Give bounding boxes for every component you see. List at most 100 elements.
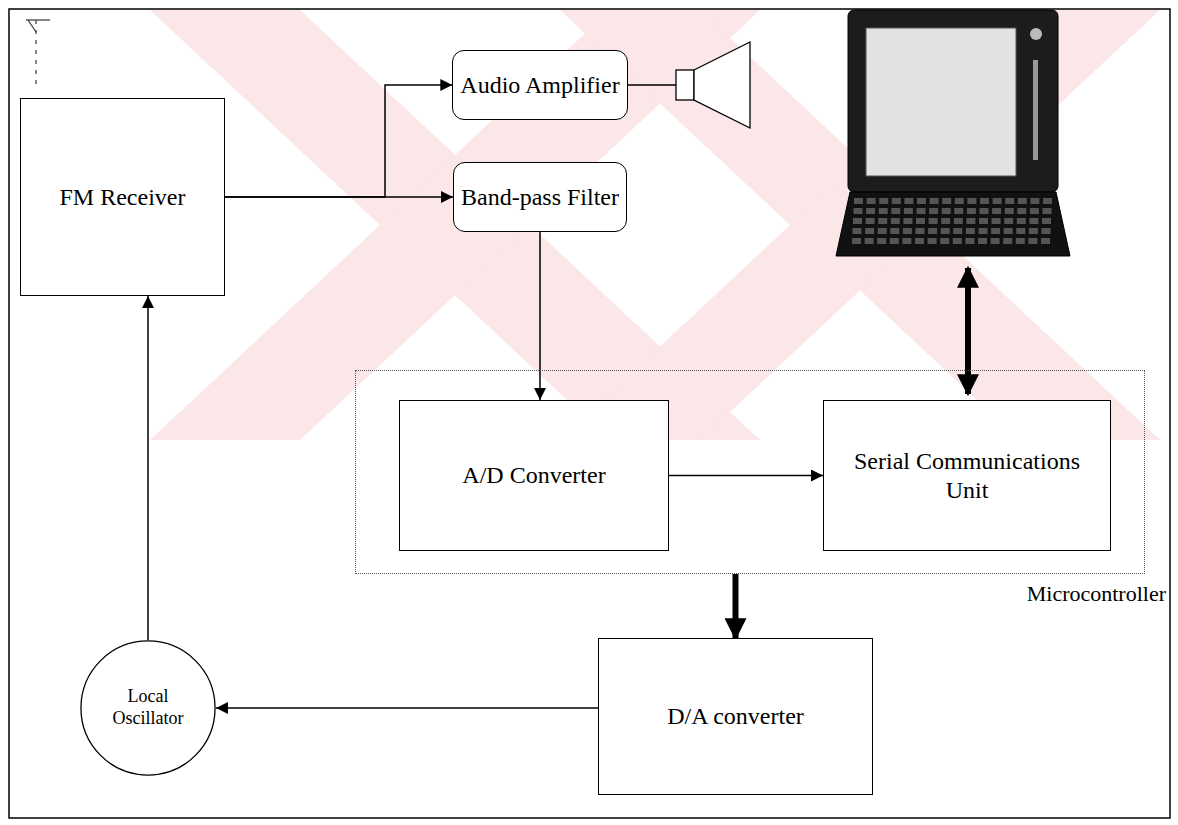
laptop-key [979, 228, 988, 234]
watermark-band [560, 10, 1160, 440]
laptop-key [916, 218, 925, 224]
laptop-key [966, 218, 975, 224]
laptop-key [853, 228, 862, 234]
laptop-key [928, 238, 937, 244]
laptop-key [1005, 198, 1014, 204]
laptop-base [836, 192, 1070, 256]
laptop-key [979, 218, 988, 224]
serial-link-arrow [965, 268, 971, 394]
node-label: Band-pass Filter [461, 183, 619, 212]
laptop-key [877, 238, 886, 244]
laptop-key [890, 228, 899, 234]
laptop-illustration [836, 10, 1070, 256]
laptop-key [954, 218, 963, 224]
antenna-symbol [26, 20, 50, 90]
laptop-key [1030, 198, 1039, 204]
laptop-key [929, 218, 938, 224]
laptop-key [942, 208, 951, 214]
laptop-key [941, 228, 950, 234]
laptop-key [853, 218, 862, 224]
laptop-key [866, 208, 875, 214]
bus-arrow [733, 574, 739, 638]
laptop-key [1005, 208, 1014, 214]
laptop-key [867, 198, 876, 204]
laptop-key [892, 198, 901, 204]
node-label: Serial Communications Unit [851, 447, 1083, 505]
converter-box: A/D Converter [399, 400, 669, 551]
laptop-key [955, 198, 964, 204]
laptop-key [954, 208, 963, 214]
laptop-key [980, 208, 989, 214]
laptop-key [992, 218, 1001, 224]
serial-unit-box: Serial Communications Unit [823, 400, 1111, 551]
laptop-key [1043, 198, 1052, 204]
laptop-key [917, 198, 926, 204]
laptop-lid [848, 10, 1058, 192]
laptop-key [967, 198, 976, 204]
laptop-key [953, 238, 962, 244]
laptop-key [852, 238, 861, 244]
laptop-key [1029, 218, 1038, 224]
laptop-key [965, 238, 974, 244]
node-label: Local Oscillator [98, 686, 198, 729]
laptop-key [980, 198, 989, 204]
laptop-key [917, 208, 926, 214]
laptop-key [978, 238, 987, 244]
laptop-key [1043, 208, 1052, 214]
laptop-key [904, 208, 913, 214]
receiver-box: FM Receiver [20, 98, 225, 296]
laptop-key [890, 238, 899, 244]
speaker-symbol [625, 42, 750, 128]
amplifier-box: Audio Amplifier [452, 50, 627, 120]
laptop-key [1029, 228, 1038, 234]
oscillator-circle: Local Oscillator [80, 640, 216, 776]
laptop-key [1028, 238, 1037, 244]
laptop-key [1016, 238, 1025, 244]
laptop-key [879, 208, 888, 214]
filter-box: Band-pass Filter [453, 162, 627, 232]
laptop-key [878, 228, 887, 234]
laptop-key [865, 238, 874, 244]
laptop-key [865, 228, 874, 234]
laptop-key [1003, 238, 1012, 244]
laptop-key [903, 218, 912, 224]
signal-arrow [669, 475, 823, 477]
group-label: Microcontroller [1027, 581, 1166, 607]
converter-box: D/A converter [598, 638, 873, 795]
node-label: A/D Converter [462, 461, 605, 490]
microcontroller-group: MicrocontrollerA/D ConverterSerial Commu… [355, 370, 1145, 574]
signal-arrow [216, 707, 598, 709]
laptop-slot [1033, 60, 1038, 160]
laptop-key [879, 198, 888, 204]
antenna-top [26, 19, 50, 20]
laptop-key [953, 228, 962, 234]
laptop-key [1017, 218, 1026, 224]
laptop-key [854, 198, 863, 204]
outer-frame [9, 9, 1170, 818]
laptop-key [904, 198, 913, 204]
laptop-key [915, 238, 924, 244]
node-label: FM Receiver [60, 183, 186, 212]
laptop-key [991, 238, 1000, 244]
laptop-key [866, 218, 875, 224]
laptop-key [967, 208, 976, 214]
laptop-key [966, 228, 975, 234]
laptop-key [891, 208, 900, 214]
signal-arrow [225, 196, 453, 198]
laptop-key [1016, 228, 1025, 234]
laptop-key [928, 228, 937, 234]
laptop-key [1017, 208, 1026, 214]
laptop-key [916, 228, 925, 234]
laptop-key [1042, 218, 1051, 224]
laptop-key [1018, 198, 1027, 204]
laptop-key [942, 198, 951, 204]
laptop-key [1030, 208, 1039, 214]
laptop-key [1041, 238, 1050, 244]
laptop-key [902, 238, 911, 244]
laptop-key [1004, 218, 1013, 224]
laptop-keys [852, 198, 1052, 244]
laptop-key [930, 198, 939, 204]
signal-arrow [539, 232, 541, 400]
laptop-key [854, 208, 863, 214]
